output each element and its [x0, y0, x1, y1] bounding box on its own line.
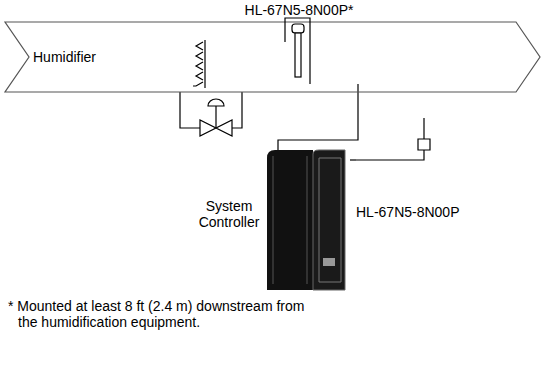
- humidity-sensor: HL-67N5-8N00P: [356, 118, 506, 222]
- node-label: System Controller: [195, 198, 263, 230]
- spray-manifold: [204, 40, 205, 88]
- spray-nozzles: [193, 42, 203, 86]
- system-controller: System Controller: [195, 150, 350, 290]
- valve-stem: [215, 106, 216, 128]
- air-duct: Humidifier: [5, 22, 541, 92]
- node-label: Humidifier: [33, 49, 96, 65]
- supply-pipe: [180, 92, 242, 128]
- humidity-sensor: HL-67N5-8N00P*: [238, 2, 360, 84]
- valve-actuator: [208, 99, 224, 106]
- node-label: HL-67N5-8N00P*: [238, 2, 360, 18]
- footnote: * Mounted at least 8 ft (2.4 m) downstre…: [8, 298, 318, 330]
- signal-wire: [278, 84, 358, 150]
- signal-wire: [350, 159, 356, 160]
- node-label: HL-67N5-8N00P: [356, 204, 460, 220]
